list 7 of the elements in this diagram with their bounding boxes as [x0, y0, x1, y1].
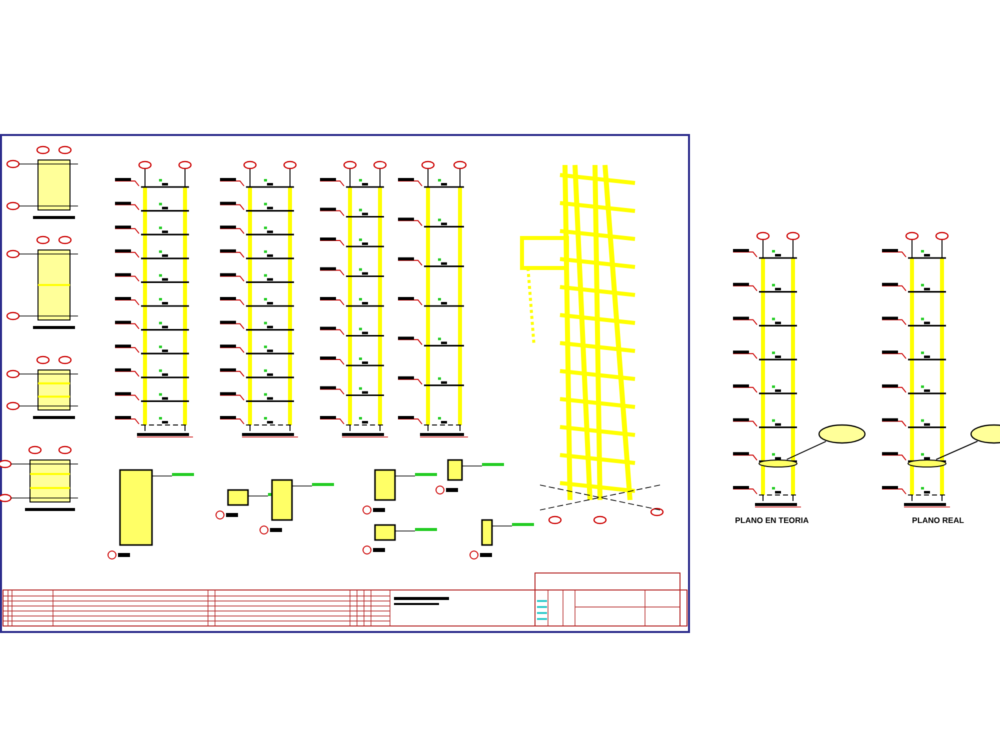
view-title: PLANO REAL — [912, 516, 964, 525]
leader-line — [936, 440, 978, 460]
leader-line — [786, 440, 826, 460]
callout-bubble — [818, 424, 866, 444]
view-title: PLANO EN TEORIA — [735, 516, 809, 525]
beam-section — [758, 459, 798, 468]
beam-section — [907, 459, 947, 468]
